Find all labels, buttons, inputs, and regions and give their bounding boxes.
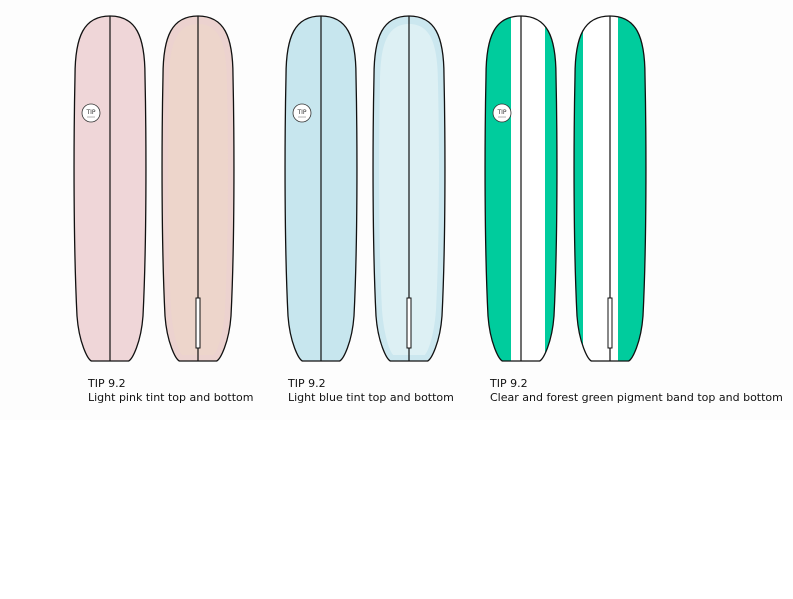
logo-badge: TIP	[292, 103, 312, 123]
green-board-deck: TIP	[484, 15, 558, 362]
band-right	[545, 16, 557, 361]
fin-box	[607, 297, 613, 349]
caption-green: TIP 9.2 Clear and forest green pigment b…	[490, 377, 783, 405]
band-left	[485, 16, 511, 361]
logo-text: TIP	[496, 109, 506, 116]
band-left	[574, 16, 583, 361]
pigment-bands	[485, 16, 557, 361]
blue-board-bottom	[372, 15, 446, 362]
logo-badge: TIP	[492, 103, 512, 123]
pigment-bands	[574, 16, 646, 361]
caption-model: TIP 9.2	[490, 377, 528, 390]
blue-board-deck: TIP	[284, 15, 358, 362]
logo-circle	[81, 103, 101, 123]
surfboard-illustrations: TIP TIP	[73, 15, 647, 362]
caption-model: TIP 9.2	[88, 377, 126, 390]
caption-description: Light pink tint top and bottom	[88, 391, 254, 404]
logo-text: TIP	[85, 109, 95, 116]
caption-blue: TIP 9.2 Light blue tint top and bottom	[288, 377, 454, 405]
caption-pink: TIP 9.2 Light pink tint top and bottom	[88, 377, 253, 405]
band-right	[618, 16, 646, 361]
logo-circle	[492, 103, 512, 123]
pink-board-bottom	[161, 15, 235, 362]
fin-box	[195, 297, 201, 349]
logo-badge: TIP	[81, 103, 101, 123]
caption-description: Light blue tint top and bottom	[288, 391, 454, 404]
pink-board-deck: TIP	[73, 15, 147, 362]
green-board-bottom	[573, 15, 647, 362]
logo-text: TIP	[296, 109, 306, 116]
fin-box	[406, 297, 412, 349]
caption-description: Clear and forest green pigment band top …	[490, 391, 783, 404]
caption-model: TIP 9.2	[288, 377, 326, 390]
logo-circle	[292, 103, 312, 123]
